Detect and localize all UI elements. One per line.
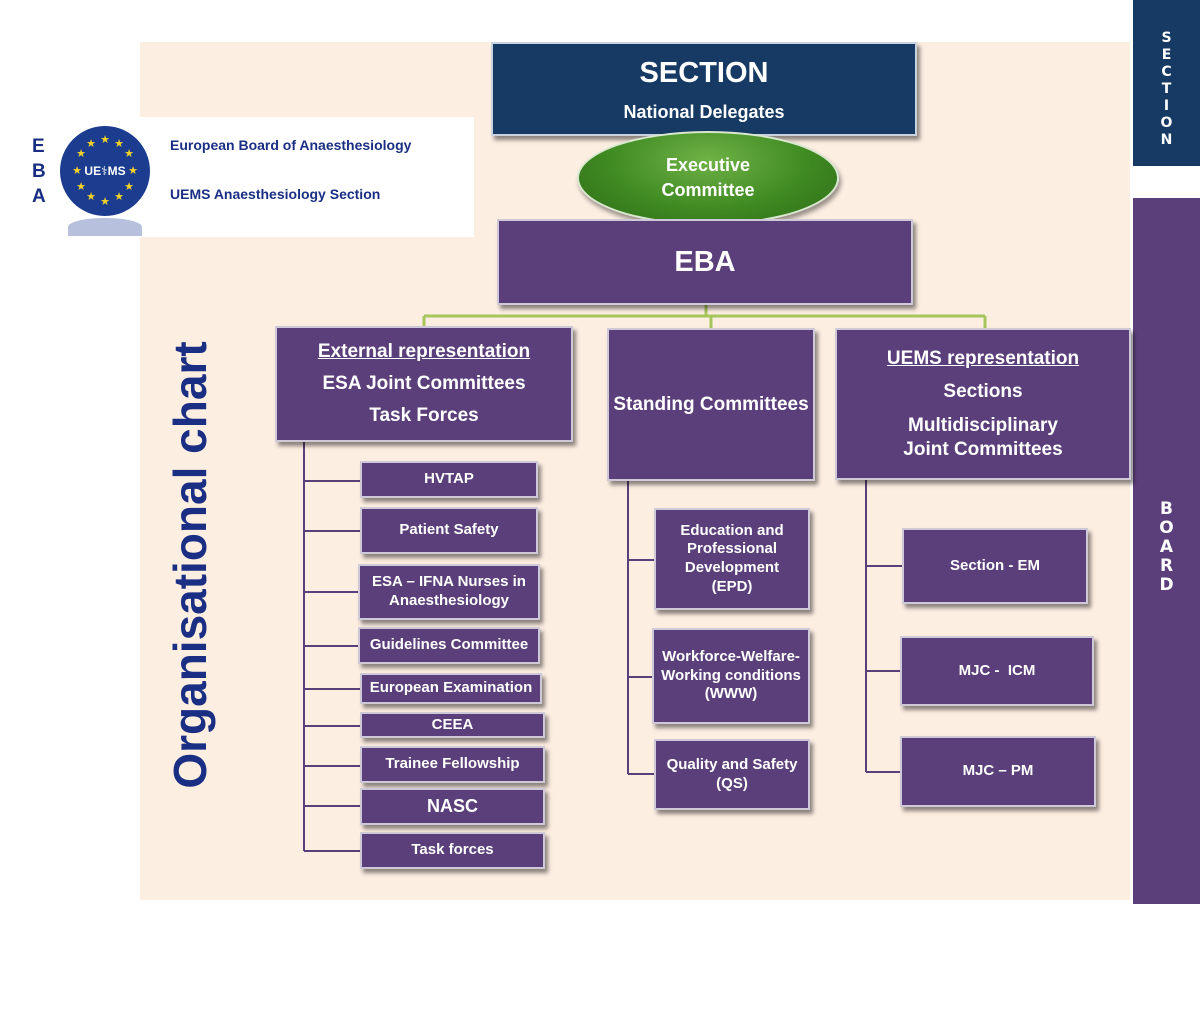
external-item-european-examination: European Examination	[360, 673, 542, 704]
standing-heading: Standing Committees	[613, 393, 809, 415]
svg-text:★: ★	[72, 164, 82, 177]
external-representation-box: External representation ESA Joint Commit…	[275, 326, 573, 442]
svg-text:★: ★	[76, 147, 86, 160]
svg-text:★: ★	[114, 190, 124, 203]
uems-item-mjc-icm: MJC - ICM	[900, 636, 1094, 706]
emblem-text: UE⚕MS	[84, 164, 126, 178]
uems-line-1: Sections	[943, 381, 1023, 403]
svg-text:★: ★	[124, 147, 134, 160]
external-item-task-forces: Task forces	[360, 832, 545, 869]
external-item-patient-safety: Patient Safety	[360, 507, 538, 554]
section-letter: E	[1161, 47, 1172, 63]
board-letter: D	[1159, 575, 1174, 595]
svg-text:★: ★	[124, 180, 134, 193]
board-letter: B	[1160, 499, 1173, 519]
external-item-esa-ifna: ESA – IFNA Nurses in Anaesthesiology	[358, 564, 540, 620]
uems-item-mjc-pm: MJC – PM	[900, 736, 1096, 807]
logo-emblem-reflection	[68, 218, 142, 236]
board-letter: A	[1159, 537, 1174, 557]
board-side-bar: B O A R D	[1133, 198, 1200, 904]
uems-representation-box: UEMS representation Sections Multidiscip…	[835, 328, 1131, 480]
eu-stars-emblem-icon: ★★★ ★★★ ★★★ ★★★ UE⚕MS	[60, 126, 150, 216]
section-letter: C	[1161, 64, 1172, 80]
logo-letter: B	[32, 161, 46, 182]
eba-logo-letters: E B A	[32, 134, 52, 209]
svg-text:★: ★	[128, 164, 138, 177]
section-letter: O	[1160, 115, 1173, 131]
executive-line-1: Executive	[665, 154, 751, 175]
section-letter: T	[1161, 81, 1172, 97]
external-line-2: Task Forces	[369, 404, 479, 426]
section-letter: S	[1161, 30, 1172, 46]
external-item-trainee-fellowship: Trainee Fellowship	[360, 746, 545, 783]
external-line-1: ESA Joint Committees	[322, 373, 526, 395]
standing-item-www: Workforce-Welfare-Working conditions (WW…	[652, 628, 810, 724]
section-subtitle: National Delegates	[623, 101, 785, 122]
connector-lines	[303, 304, 987, 852]
uems-line-3: Joint Committees	[903, 438, 1063, 460]
section-side-bar: S E C T I O N	[1133, 0, 1200, 166]
logo-letter: A	[32, 186, 46, 207]
external-item-ceea: CEEA	[360, 712, 545, 738]
section-letter: I	[1163, 98, 1170, 114]
svg-text:★: ★	[86, 190, 96, 203]
svg-text:★: ★	[86, 137, 96, 150]
executive-line-2: Committee	[661, 180, 755, 200]
uems-item-section-em: Section - EM	[902, 528, 1088, 604]
board-letter: O	[1159, 518, 1174, 538]
standing-item-epd: Education and Professional Development (…	[654, 508, 810, 610]
standing-item-qs: Quality and Safety (QS)	[654, 739, 810, 810]
external-item-nasc: NASC	[360, 788, 545, 825]
section-title: SECTION	[639, 56, 769, 89]
section-letter: N	[1160, 132, 1173, 148]
external-item-hvtap: HVTAP	[360, 461, 538, 498]
uems-heading: UEMS representation	[886, 347, 1080, 369]
section-box: SECTION National Delegates	[491, 42, 917, 136]
executive-committee-oval: Executive Committee	[577, 131, 839, 225]
logo-line-2: UEMS Anaesthesiology Section	[170, 186, 381, 202]
board-letter: R	[1159, 556, 1174, 576]
external-heading: External representation	[317, 341, 531, 363]
standing-committees-box: Standing Committees	[607, 328, 815, 481]
external-item-guidelines: Guidelines Committee	[358, 627, 540, 664]
eba-title: EBA	[674, 245, 736, 278]
eba-box: EBA	[497, 219, 913, 305]
uems-line-2: Multidisciplinary	[908, 415, 1058, 436]
svg-text:★: ★	[76, 180, 86, 193]
svg-text:★: ★	[100, 133, 110, 146]
logo-line-1: European Board of Anaesthesiology	[170, 137, 412, 153]
svg-text:★: ★	[100, 195, 110, 208]
svg-text:★: ★	[114, 137, 124, 150]
logo-letter: E	[32, 136, 45, 157]
